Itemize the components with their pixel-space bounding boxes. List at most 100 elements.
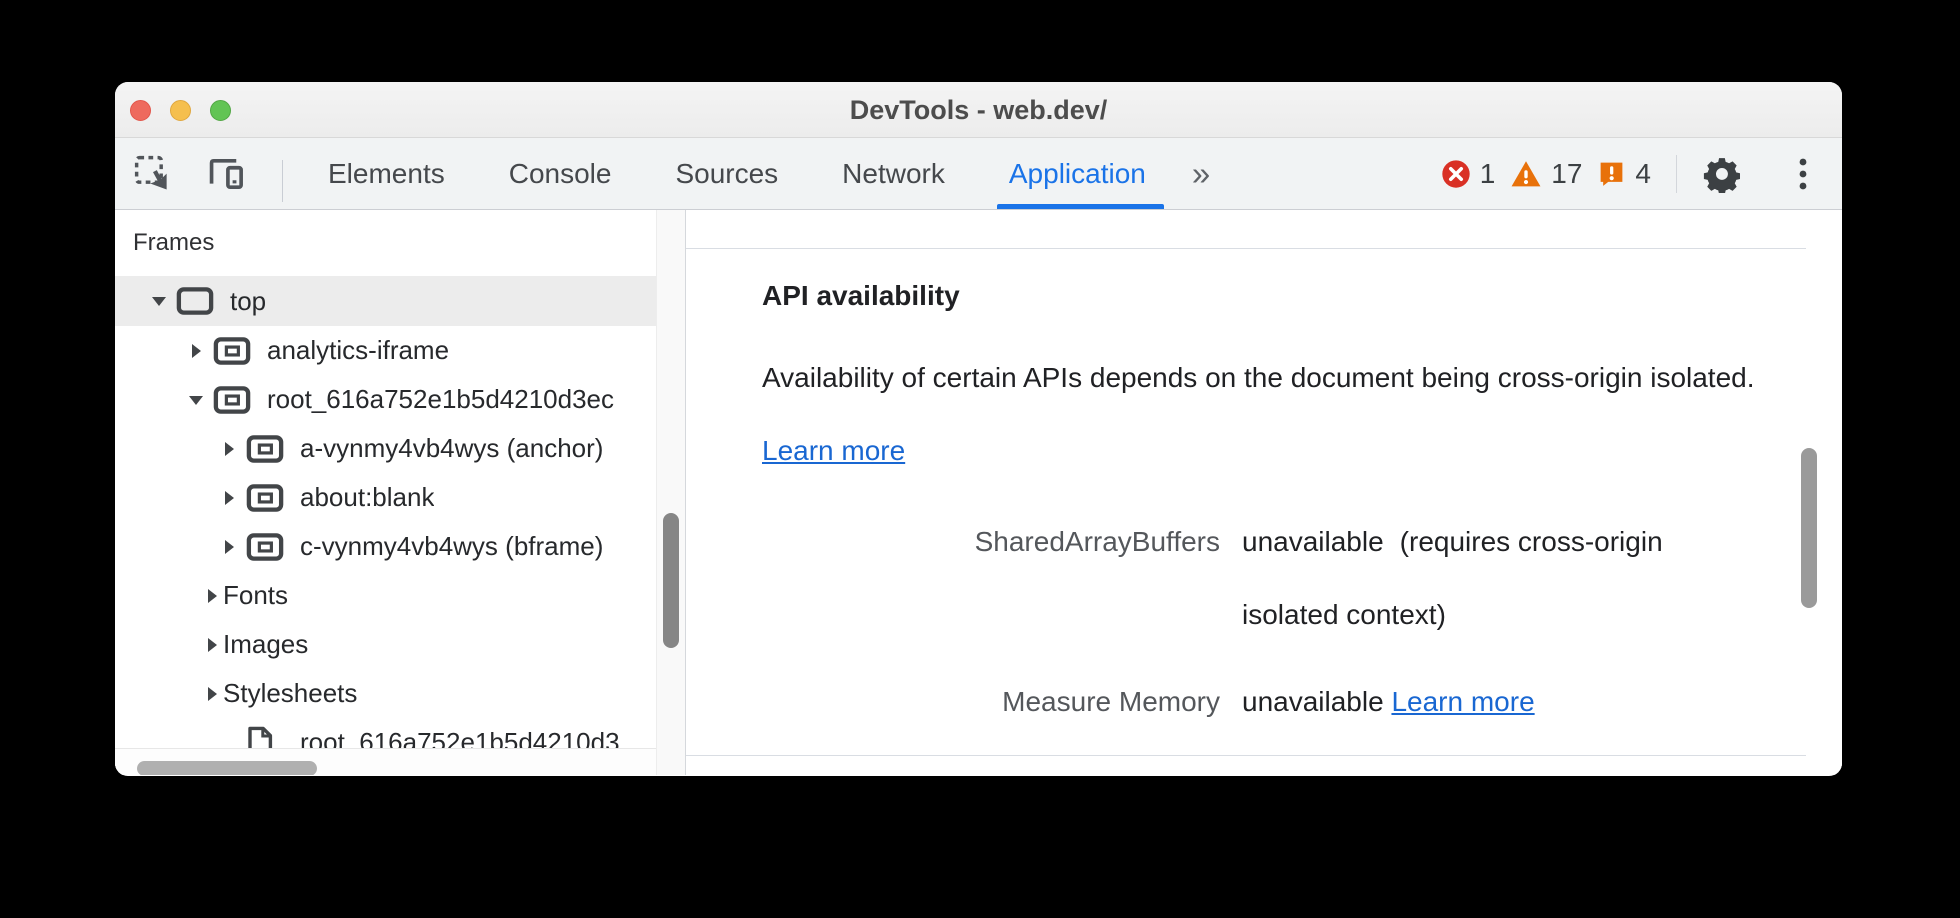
warning-icon <box>1511 160 1541 186</box>
zoom-window-button[interactable] <box>210 100 231 121</box>
field-value: unavailable(requires cross-origin isolat… <box>1242 505 1742 651</box>
disclosure-arrow[interactable] <box>218 538 240 556</box>
settings-button[interactable] <box>1702 154 1742 194</box>
learn-more-link[interactable]: Learn more <box>1391 686 1535 717</box>
tab-label: Sources <box>675 157 779 189</box>
field-value: unavailable Learn more <box>1242 665 1742 738</box>
row-label: Fonts <box>223 580 289 610</box>
tab-network[interactable]: Network <box>810 138 977 209</box>
content-scrollbar-thumb[interactable] <box>1801 448 1817 608</box>
panel-bottom-divider <box>115 748 656 749</box>
kebab-menu-icon <box>1799 158 1807 189</box>
frames-section-header: Frames <box>133 229 215 256</box>
triangle-right-icon <box>208 588 217 603</box>
triangle-down-icon <box>189 395 203 405</box>
devtools-window: DevTools - web.dev/ <box>115 82 1842 776</box>
disclosure-arrow[interactable] <box>185 342 207 360</box>
warnings-count: 17 <box>1551 157 1583 189</box>
inspect-element-button[interactable] <box>133 154 173 194</box>
row-label: root_616a752e1b5d4210d3ec <box>267 384 615 414</box>
error-icon <box>1442 159 1470 188</box>
vertical-scrollbar-thumb[interactable] <box>663 513 679 648</box>
tree-row[interactable]: c-vynmy4vb4wys (bframe) <box>115 522 656 571</box>
tree-row[interactable]: Images <box>115 620 656 669</box>
row-label: about:blank <box>300 482 435 512</box>
horizontal-scrollbar-thumb[interactable] <box>137 761 317 775</box>
tab-label: Application <box>1008 157 1146 189</box>
disclosure-arrow[interactable] <box>203 587 221 605</box>
iframe-icon <box>213 385 251 414</box>
tab-label: Network <box>842 157 945 189</box>
warnings-badge[interactable]: 17 <box>1510 158 1582 190</box>
horizontal-scrollbar[interactable] <box>115 749 656 775</box>
gear-icon <box>1703 157 1741 193</box>
tab-application[interactable]: Application <box>977 138 1178 209</box>
disclosure-arrow[interactable] <box>148 292 170 310</box>
frames-panel-viewport: Frames top analytics-iframe root_616a752… <box>115 210 656 748</box>
triangle-right-icon <box>225 539 234 554</box>
toolbar-right: 1 17 4 <box>1441 138 1842 209</box>
minimize-window-button[interactable] <box>170 100 191 121</box>
row-icon <box>246 726 286 748</box>
row-icon <box>246 532 286 562</box>
tree-row[interactable]: root_616a752e1b5d4210d3ec <box>115 375 656 424</box>
disclosure-arrow[interactable] <box>203 636 221 654</box>
iframe-icon <box>213 336 251 365</box>
disclosure-arrow[interactable] <box>185 391 207 409</box>
titlebar: DevTools - web.dev/ <box>115 82 1842 138</box>
toggle-device-toolbar-button[interactable] <box>206 154 246 194</box>
row-icon <box>213 336 253 366</box>
customize-devtools-button[interactable] <box>1790 154 1816 194</box>
errors-badge[interactable]: 1 <box>1441 158 1495 190</box>
toolbar-separator <box>1676 154 1677 193</box>
iframe-icon <box>246 532 284 561</box>
frames-vertical-scrollbar[interactable] <box>656 210 686 775</box>
issues-count: 4 <box>1635 157 1651 189</box>
disclosure-arrow[interactable] <box>218 489 240 507</box>
application-report-pane: API availability Availability of certain… <box>686 210 1842 775</box>
triangle-right-icon <box>225 490 234 505</box>
document-icon <box>248 726 273 748</box>
traffic-lights <box>130 100 231 121</box>
more-tabs-button[interactable]: » <box>1191 154 1210 192</box>
report-field-row: SharedArrayBuffers unavailable(requires … <box>762 505 1806 651</box>
toolbar-separator <box>282 160 283 202</box>
issues-badge[interactable]: 4 <box>1597 158 1651 190</box>
row-label: top <box>230 285 267 316</box>
tree-row[interactable]: top <box>115 276 656 326</box>
tree-row[interactable]: Fonts <box>115 571 656 620</box>
row-label: root_616a752e1b5d4210d3 <box>300 727 620 748</box>
tree-row[interactable]: about:blank <box>115 473 656 522</box>
tab-console[interactable]: Console <box>477 138 644 209</box>
tab-sources[interactable]: Sources <box>643 138 810 209</box>
iframe-icon <box>246 483 284 512</box>
issues-icon <box>1601 162 1623 186</box>
frames-panel: Frames top analytics-iframe root_616a752… <box>115 210 656 775</box>
frame-icon <box>176 287 214 315</box>
tree-row[interactable]: a-vynmy4vb4wys (anchor) <box>115 424 656 473</box>
tree-row[interactable]: root_616a752e1b5d4210d3 <box>115 718 656 748</box>
section-title: API availability <box>762 280 960 311</box>
report-field-row: Measure Memory unavailable Learn more <box>762 665 1806 738</box>
triangle-down-icon <box>152 297 166 306</box>
row-label: Stylesheets <box>223 678 358 708</box>
triangle-right-icon <box>208 637 217 652</box>
window-title: DevTools - web.dev/ <box>849 95 1108 125</box>
device-toolbar-icon <box>209 158 243 189</box>
close-window-button[interactable] <box>130 100 151 121</box>
tab-elements[interactable]: Elements <box>296 138 477 209</box>
devtools-body: Frames top analytics-iframe root_616a752… <box>115 210 1842 775</box>
disclosure-arrow[interactable] <box>218 440 240 458</box>
learn-more-link[interactable]: Learn more <box>762 435 906 466</box>
disclosure-arrow[interactable] <box>203 685 221 703</box>
row-icon <box>246 434 286 464</box>
toolbar-left <box>115 138 283 209</box>
field-detail: (requires cross-origin isolated context) <box>1242 526 1663 630</box>
field-label: Measure Memory <box>1002 686 1220 717</box>
tree-row[interactable]: analytics-iframe <box>115 326 656 375</box>
api-availability-section: API availability Availability of certain… <box>686 248 1806 756</box>
tree-row[interactable]: Stylesheets <box>115 669 656 718</box>
row-icon <box>246 483 286 513</box>
